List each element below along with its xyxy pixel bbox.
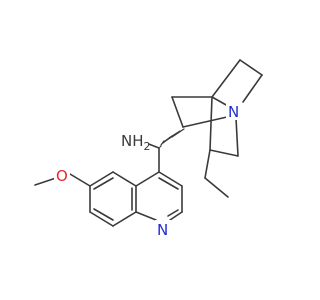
bond — [182, 116, 228, 128]
bond — [242, 74, 263, 103]
bond — [235, 117, 239, 157]
bond — [89, 171, 114, 187]
bond — [169, 211, 183, 221]
bond — [89, 211, 114, 227]
bond — [211, 96, 229, 107]
bond — [135, 171, 160, 187]
quinuclidine-nitrogen-label: N — [228, 103, 239, 121]
bond — [239, 59, 263, 76]
bond — [93, 177, 114, 190]
bond — [204, 177, 229, 198]
bond — [158, 177, 179, 190]
amine-label: NH — [121, 132, 144, 150]
structure-diagram: NH2 O N N — [34, 59, 263, 239]
bond — [171, 96, 184, 128]
bond — [69, 173, 91, 187]
atom-label-quinoline-nitrogen: N — [155, 220, 171, 239]
bond — [112, 171, 137, 187]
svg-text:NH2: NH2 — [121, 132, 151, 153]
bond — [209, 149, 239, 157]
atom-label-quinuclidine-nitrogen: N — [226, 102, 242, 121]
bond — [135, 211, 157, 221]
amine-subscript: 2 — [144, 140, 151, 153]
atom-label-amine: NH2 — [120, 128, 151, 153]
quinoline-nitrogen-label: N — [157, 221, 168, 239]
bond — [204, 149, 211, 179]
bond — [93, 208, 114, 221]
bond — [167, 209, 179, 217]
bond-group — [34, 59, 263, 227]
bond — [112, 211, 137, 227]
bond — [211, 59, 241, 98]
bond — [158, 171, 183, 187]
bond — [209, 96, 213, 151]
bond — [34, 177, 57, 186]
atom-label-methoxy-oxygen: O — [54, 166, 70, 185]
methoxy-oxygen-label: O — [56, 167, 68, 185]
stereo-hash-bond — [159, 128, 185, 148]
